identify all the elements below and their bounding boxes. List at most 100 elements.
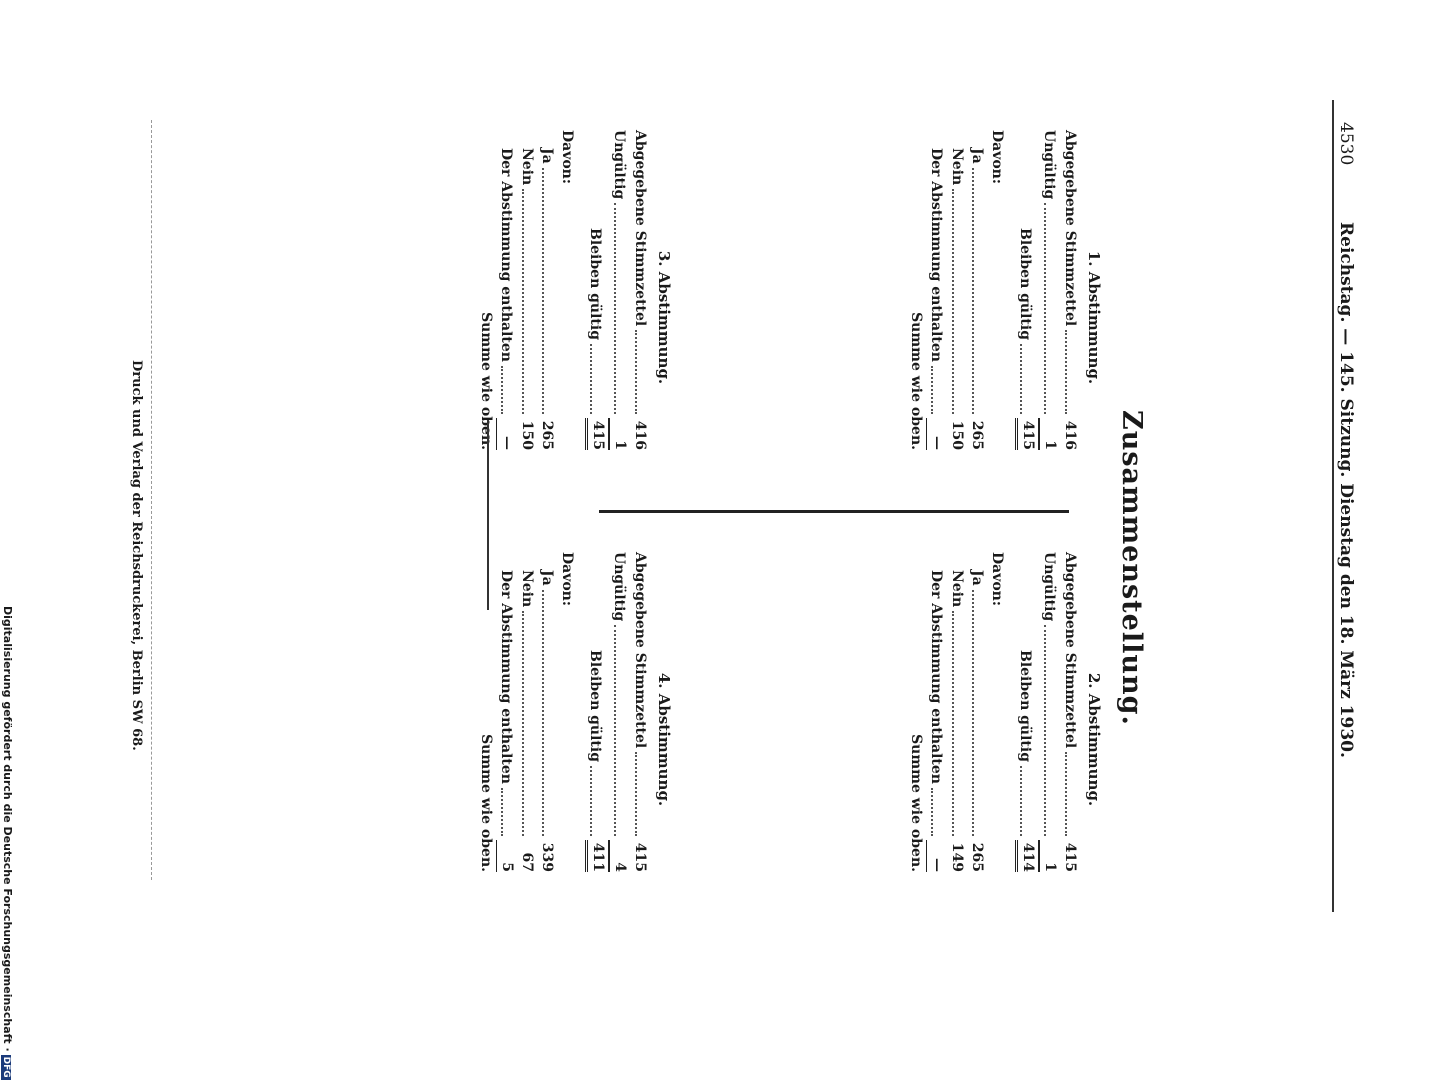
row-enthalten: Der Abstimmung enthalten —	[926, 552, 947, 872]
value: 415	[585, 418, 609, 450]
label: Der Abstimmung enthalten	[498, 570, 514, 784]
value: 416	[632, 420, 648, 450]
row-nein: Nein 149	[947, 552, 967, 872]
value: 150	[949, 420, 965, 450]
label: Ja	[969, 570, 985, 586]
value: 411	[585, 840, 609, 872]
section-title: 1. Abstimmung.	[1085, 250, 1103, 385]
value: 1	[1039, 418, 1060, 450]
row-bleiben: Bleiben gültig 415	[1015, 130, 1039, 450]
label: Abgegebene Stimmzettel	[1062, 130, 1078, 327]
value: 265	[539, 420, 555, 450]
value: 265	[969, 842, 985, 872]
label: Ungültig	[1041, 552, 1057, 622]
page-title: Zusammenstellung.	[1116, 410, 1147, 726]
value: 415	[632, 842, 648, 872]
vote-section-2: 2. Abstimmung. Abgegebene Stimmzettel 415…	[906, 552, 1104, 872]
label: Bleiben gültig	[587, 228, 603, 340]
label: Nein	[519, 148, 535, 186]
section-title: 3. Abstimmung.	[655, 250, 673, 385]
row-bleiben: Bleiben gültig 411	[585, 552, 609, 872]
credit-text: Digitalisierung gefördert durch die Deut…	[1, 606, 14, 1052]
row-nein: Nein 67	[517, 552, 537, 872]
value: 4	[609, 840, 630, 872]
label: Der Abstimmung enthalten	[928, 148, 944, 362]
row-abgegeben: Abgegebene Stimmzettel 416	[1060, 130, 1080, 450]
row-davon: Davon:	[557, 552, 577, 872]
value: 67	[519, 852, 535, 872]
row-abgegeben: Abgegebene Stimmzettel 416	[630, 130, 650, 450]
value: 416	[1062, 420, 1078, 450]
row-davon: Davon:	[987, 552, 1007, 872]
row-davon: Davon:	[557, 130, 577, 450]
label: Ja	[539, 148, 555, 164]
label: Nein	[519, 570, 535, 608]
label: Summe wie oben.	[478, 312, 494, 450]
running-header: Reichstag. — 145. Sitzung. Dienstag den …	[1336, 222, 1356, 758]
digitization-credit: Digitalisierung gefördert durch die Deut…	[1, 606, 14, 1080]
value: 415	[1015, 418, 1039, 450]
row-enthalten: Der Abstimmung enthalten 5	[496, 552, 517, 872]
row-ja: Ja 265	[967, 552, 987, 872]
value: 339	[539, 842, 555, 872]
row-ungueltig: Ungültig 1	[609, 130, 630, 450]
label: Abgegebene Stimmzettel	[1062, 552, 1078, 749]
value: —	[926, 840, 947, 872]
row-summe: Summe wie oben.	[476, 552, 496, 872]
label: Nein	[949, 148, 965, 186]
label: Ja	[969, 148, 985, 164]
label: Nein	[949, 570, 965, 608]
label: Davon:	[559, 552, 575, 607]
value: 415	[1062, 842, 1078, 872]
label: Davon:	[989, 130, 1005, 185]
label: Summe wie oben.	[908, 734, 924, 872]
label: Ungültig	[611, 130, 627, 200]
label: Ja	[539, 570, 555, 586]
dfg-logo: DFG	[1, 1054, 11, 1080]
value: 149	[949, 842, 965, 872]
row-summe: Summe wie oben.	[906, 552, 926, 872]
row-enthalten: Der Abstimmung enthalten —	[926, 130, 947, 450]
section-title: 2. Abstimmung.	[1085, 672, 1103, 807]
label: Bleiben gültig	[587, 650, 603, 762]
label: Davon:	[559, 130, 575, 185]
value: 1	[609, 418, 630, 450]
label: Abgegebene Stimmzettel	[632, 552, 648, 749]
row-nein: Nein 150	[947, 130, 967, 450]
label: Bleiben gültig	[1017, 228, 1033, 340]
column-divider	[599, 510, 1069, 513]
label: Ungültig	[611, 552, 627, 622]
page-number: 4530	[1336, 122, 1356, 166]
label: Der Abstimmung enthalten	[928, 570, 944, 784]
row-summe: Summe wie oben.	[906, 130, 926, 450]
footer-separator	[151, 120, 152, 880]
row-ja: Ja 265	[537, 130, 557, 450]
row-ja: Ja 265	[967, 130, 987, 450]
value: 265	[969, 420, 985, 450]
value: 5	[496, 840, 517, 872]
vote-section-4: 4. Abstimmung. Abgegebene Stimmzettel 415…	[476, 552, 674, 872]
row-ungueltig: Ungültig 1	[1039, 552, 1060, 872]
value: —	[496, 418, 517, 450]
label: Summe wie oben.	[908, 312, 924, 450]
row-enthalten: Der Abstimmung enthalten —	[496, 130, 517, 450]
section-title: 4. Abstimmung.	[655, 672, 673, 807]
label: Davon:	[989, 552, 1005, 607]
printer-imprint: Druck und Verlag der Reichsdruckerei, Be…	[129, 360, 144, 751]
rotated-page: 4530 Reichstag. — 145. Sitzung. Dienstag…	[1, 100, 1356, 1080]
row-bleiben: Bleiben gültig 415	[585, 130, 609, 450]
label: Der Abstimmung enthalten	[498, 148, 514, 362]
row-abgegeben: Abgegebene Stimmzettel 415	[1060, 552, 1080, 872]
row-abgegeben: Abgegebene Stimmzettel 415	[630, 552, 650, 872]
header-rule	[1332, 100, 1334, 912]
value: —	[926, 418, 947, 450]
label: Summe wie oben.	[478, 734, 494, 872]
value: 1	[1039, 840, 1060, 872]
label: Ungültig	[1041, 130, 1057, 200]
row-summe: Summe wie oben.	[476, 130, 496, 450]
label: Abgegebene Stimmzettel	[632, 130, 648, 327]
label: Bleiben gültig	[1017, 650, 1033, 762]
vote-section-1: 1. Abstimmung. Abgegebene Stimmzettel 416…	[906, 130, 1104, 450]
